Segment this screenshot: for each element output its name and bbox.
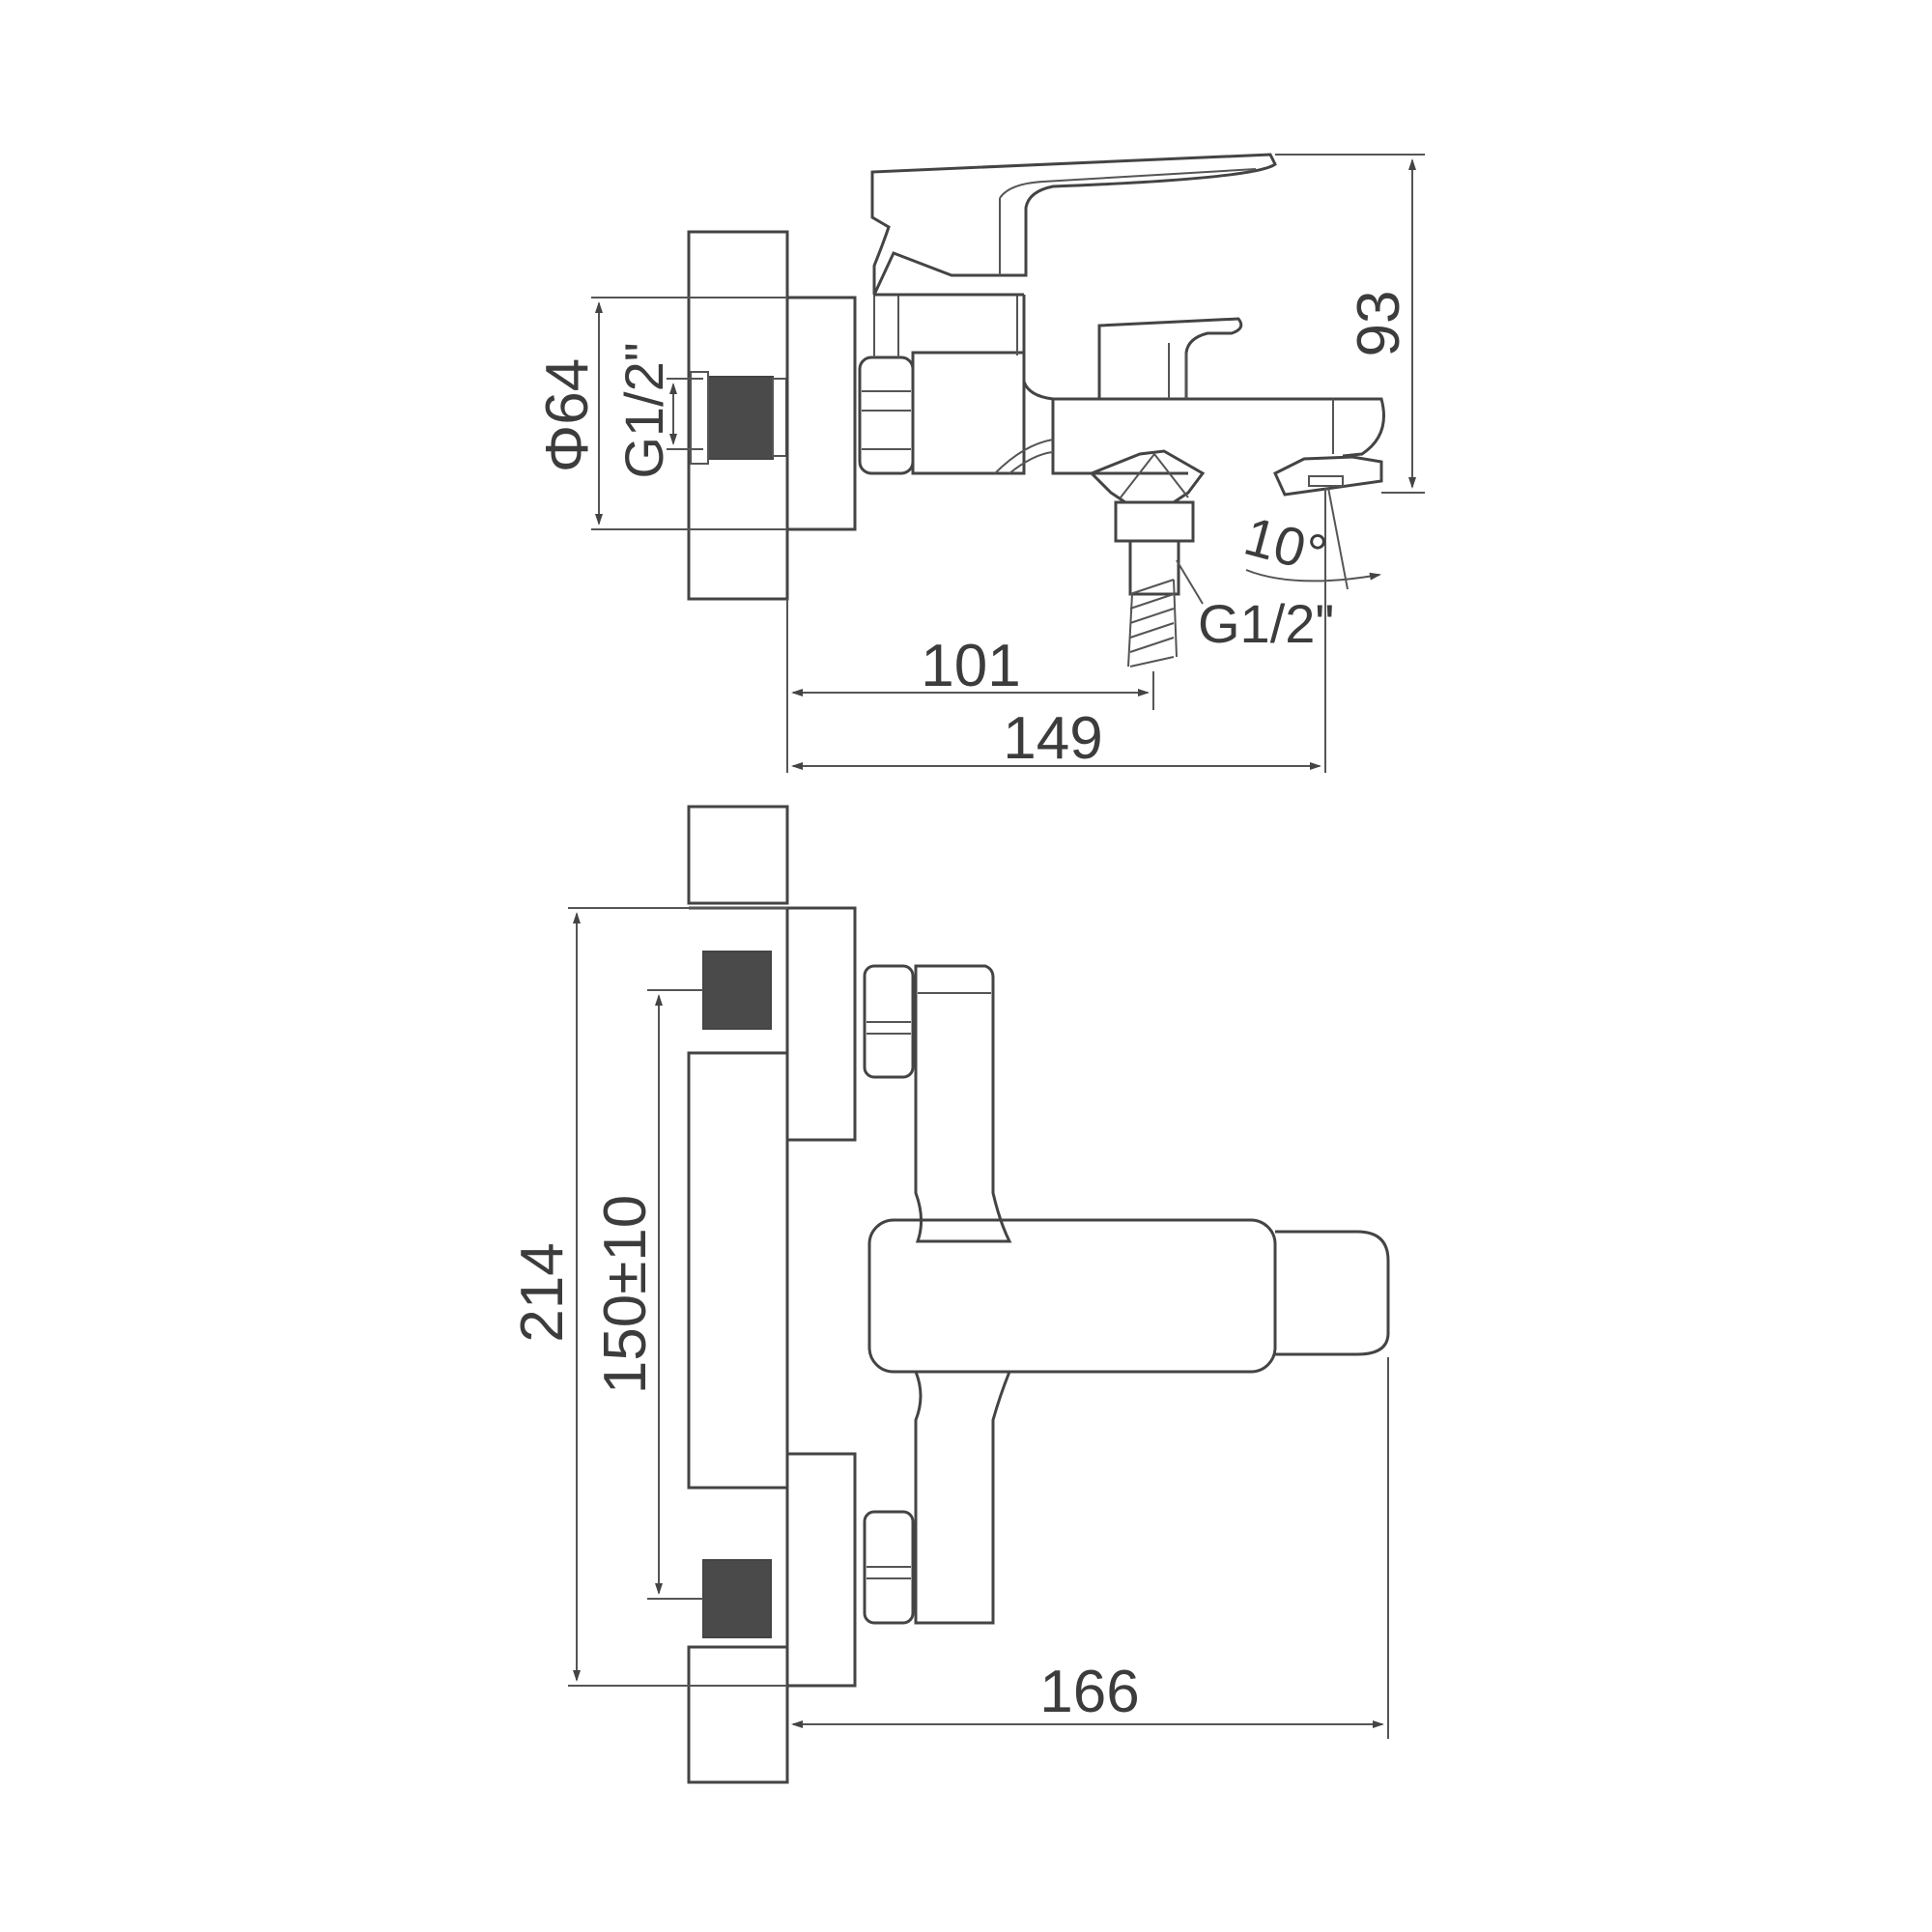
dim-spout-projection: 149 [791,705,1321,772]
mixer-body [873,293,1385,475]
dim-height: 93 [1275,154,1425,494]
svg-text:101: 101 [921,633,1020,699]
svg-text:214: 214 [509,1242,576,1342]
svg-text:G1/2": G1/2" [1198,593,1334,654]
wall-flange [785,296,857,531]
dim-overall-height: 214 [509,907,787,1687]
wall-section-top [687,805,789,1784]
diverter-knob [1097,317,1243,399]
upper-flange [785,906,857,1142]
dim-inlet-spacing: 150±10 [592,989,703,1600]
svg-text:Φ64: Φ64 [534,358,601,472]
side-view: Φ64 G1/2" 93 10° G1/2" [534,153,1425,773]
dim-inlet-thread: G1/2" [613,342,703,479]
svg-text:G1/2": G1/2" [613,342,674,478]
shower-outlet [1089,449,1206,668]
lower-nut [863,1510,915,1625]
mixer-bar [913,964,1012,1625]
inlet-fitting [702,376,774,460]
upper-nut [863,964,915,1079]
spout-body [867,1218,1390,1374]
spout-tip [1273,455,1383,497]
dim-flange-diameter: Φ64 [534,297,787,530]
wall-section-side [687,230,789,601]
top-view: 214 150±10 166 [509,805,1390,1784]
lower-inlet-fitting [702,1559,772,1638]
svg-text:166: 166 [1039,1659,1139,1725]
dim-shower-thread: G1/2" [1176,559,1334,654]
nut [858,355,915,475]
lever-handle [870,153,1277,296]
dim-projection: 166 [791,1357,1389,1739]
svg-text:93: 93 [1346,291,1412,357]
dim-shower-offset: 101 [786,599,1154,773]
svg-text:150±10: 150±10 [592,1195,659,1394]
lower-flange [785,1452,857,1688]
upper-inlet-fitting [702,951,772,1030]
svg-text:149: 149 [1003,705,1102,772]
